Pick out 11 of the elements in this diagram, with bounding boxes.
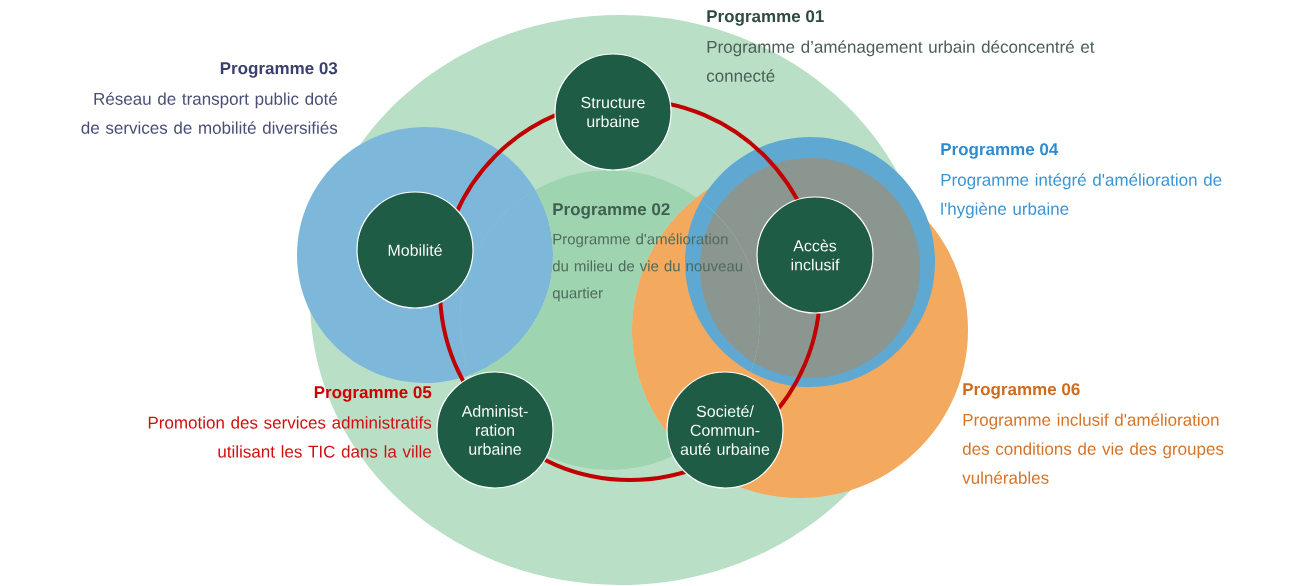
program-heading: Programme 03: [220, 62, 338, 78]
program-description: Programme intégré d'amélioration de l'hygiène urbaine: [941, 173, 1222, 219]
program-heading: Programme 06: [963, 383, 1080, 399]
program-description: Programme inclusif d'amélioration des conditions de vie des groupes vulnérables: [962, 413, 1224, 484]
program-description: Réseau de transport public doté de services de mobilité diversifiés: [81, 92, 338, 134]
program-description: Programme d’aménagement urbain déconcentré et connecté: [706, 40, 1095, 82]
program-description: Promotion des services administratifs utilisant les TIC dans la ville: [148, 416, 432, 458]
program-heading: Programme 01: [707, 10, 824, 26]
program-heading: Programme 02: [553, 203, 670, 219]
program-heading: Programme 05: [314, 386, 432, 402]
program-heading: Programme 04: [941, 143, 1059, 159]
